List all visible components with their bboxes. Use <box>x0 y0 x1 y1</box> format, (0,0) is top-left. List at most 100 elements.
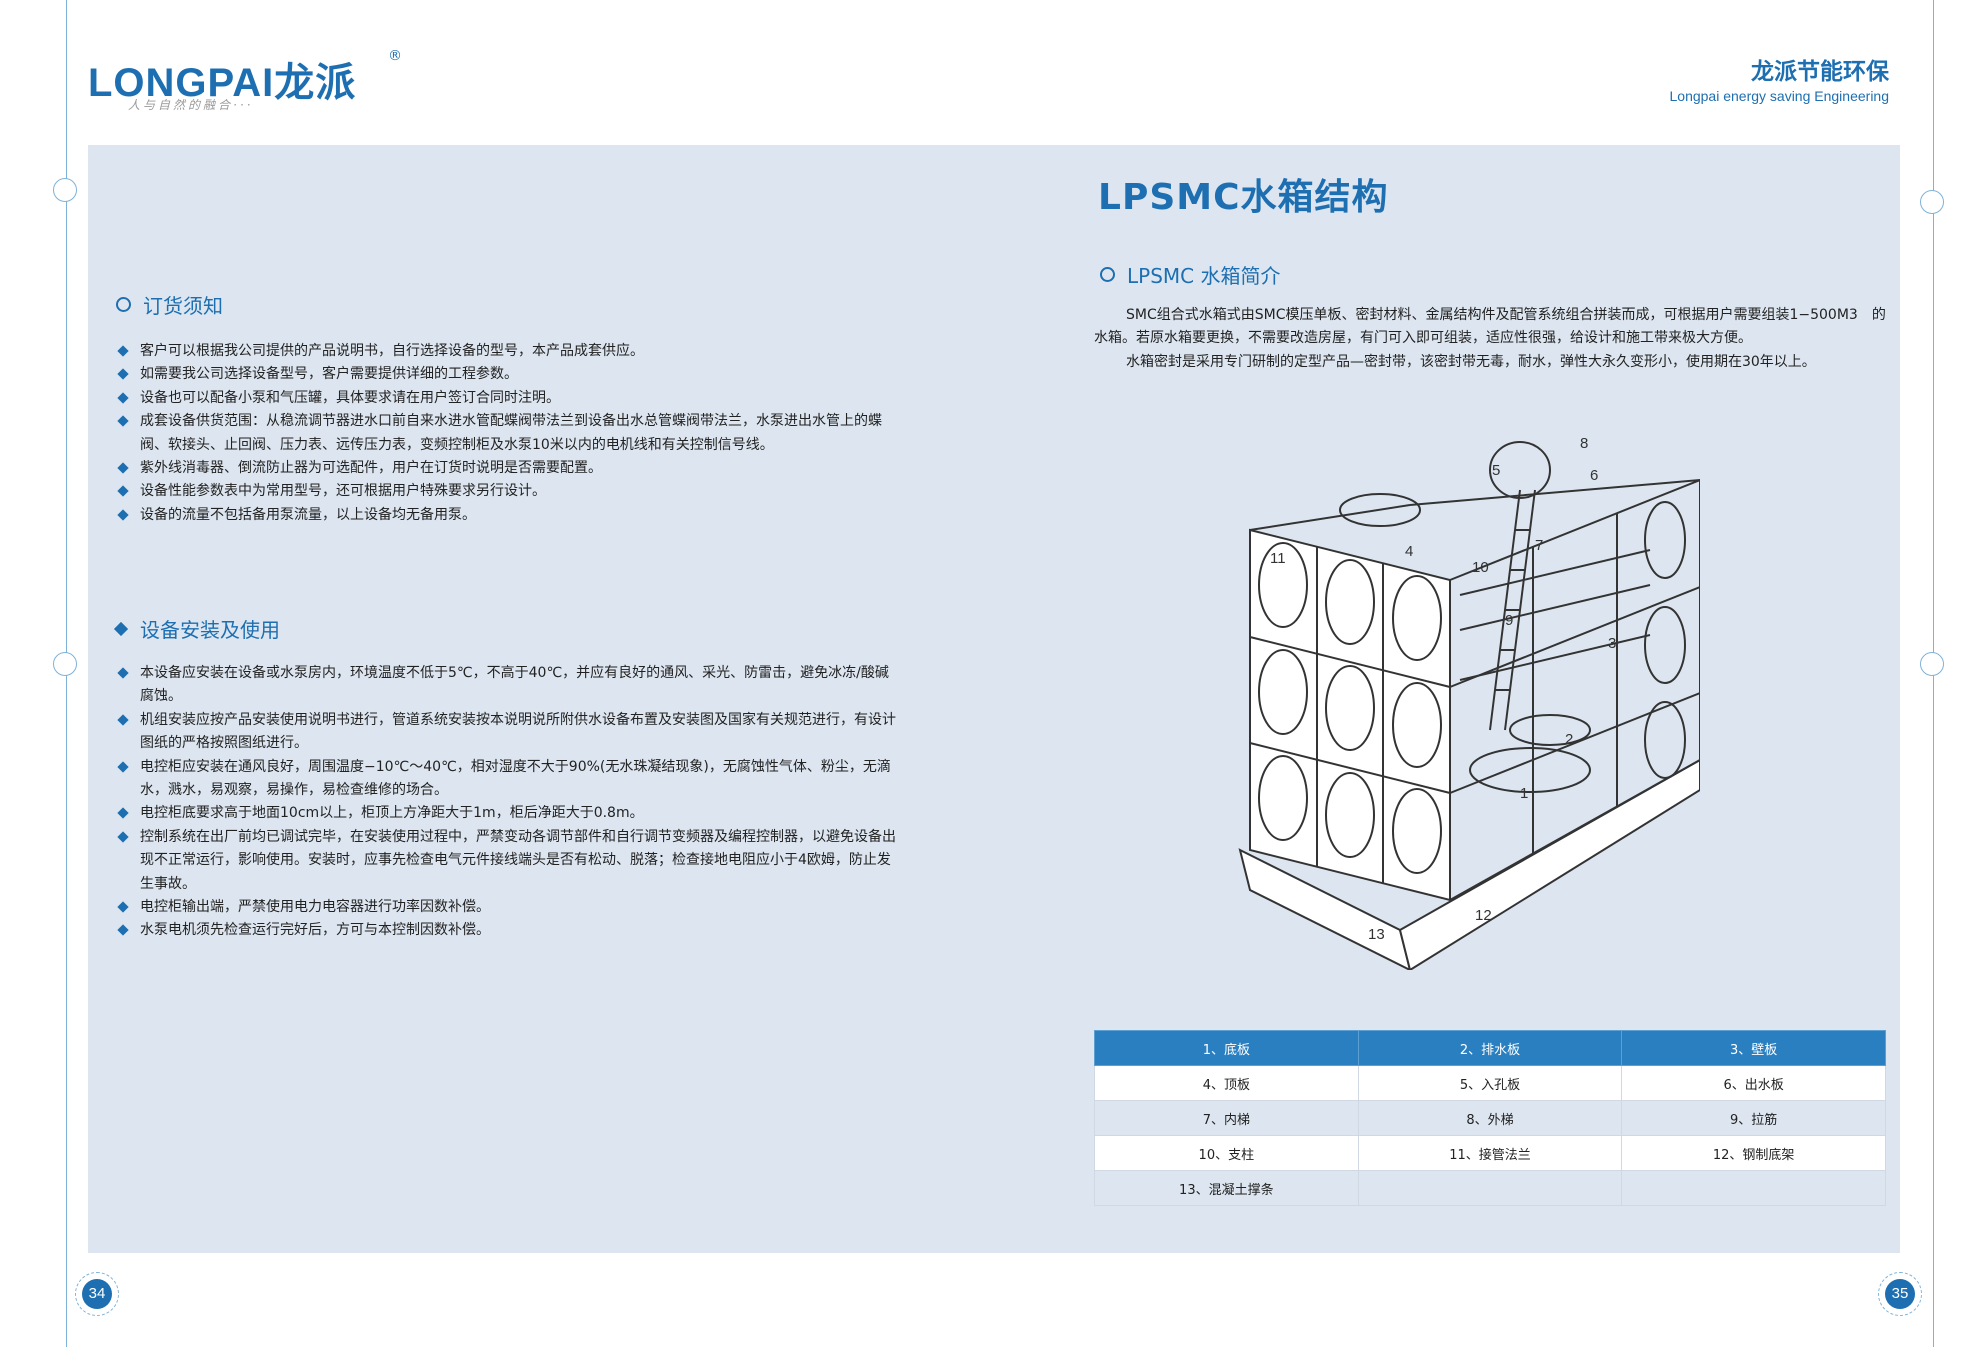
diagram-label: 13 <box>1368 926 1385 943</box>
diamond-bullet-icon <box>117 415 129 427</box>
diamond-bullet-icon <box>117 368 129 381</box>
table-row: 10、支柱 11、接管法兰 12、钢制底架 <box>1094 1135 1886 1171</box>
install-title-text: 设备安装及使用 <box>140 618 280 642</box>
list-item: 机组安装应按产品安装使用说明书进行，管道系统安装按本说明说所附供水设备布置及安装… <box>116 709 896 756</box>
page-number-right: 35 <box>1885 1279 1915 1309</box>
brand-name-cn: 龙派节能环保 <box>1751 59 1889 85</box>
table-cell: 9、拉筋 <box>1621 1100 1886 1136</box>
circle-bullet-icon <box>116 297 131 312</box>
diamond-bullet-icon <box>117 392 129 404</box>
list-item: 客户可以根据我公司提供的产品说明书，自行选择设备的型号，本产品成套供应。 <box>116 340 896 363</box>
diamond-bullet-icon <box>117 667 129 679</box>
page-title: LPSMC水箱结构 <box>1098 177 1389 218</box>
table-cell: 2、排水板 <box>1357 1030 1623 1066</box>
install-section-title: 设备安装及使用 <box>113 614 280 643</box>
table-cell: 8、外梯 <box>1357 1100 1623 1136</box>
list-item-text: 机组安装应按产品安装使用说明书进行，管道系统安装按本说明说所附供水设备布置及安装… <box>140 711 896 752</box>
diagram-label: 9 <box>1505 612 1513 629</box>
parts-table: 1、底板 2、排水板 3、壁板 4、顶板 5、入孔板 6、出水板 7、内梯 8、… <box>1094 1030 1886 1206</box>
table-cell: 13、混凝土撑条 <box>1094 1170 1359 1206</box>
intro-paragraph: 水箱密封是采用专门研制的定型产品—密封带，该密封带无毒，耐水，弹性大永久变形小，… <box>1126 353 1816 370</box>
list-item-text: 电控柜输出端，严禁使用电力电容器进行功率因数补偿。 <box>140 899 490 916</box>
brand-block: 龙派节能环保 Longpai energy saving Engineering <box>1670 52 1890 104</box>
list-item: 紫外线消毒器、倒流防止器为可选配件，用户在订货时说明是否需要配置。 <box>116 457 896 480</box>
binder-ring <box>1920 652 1944 676</box>
diagram-label: 11 <box>1270 550 1286 567</box>
brand-name-en: Longpai energy saving Engineering <box>1669 88 1890 104</box>
list-item: 设备性能参数表中为常用型号，还可根据用户特殊要求另行设计。 <box>116 480 896 503</box>
diamond-bullet-icon <box>117 462 129 474</box>
binder-ring <box>1920 190 1944 214</box>
list-item-text: 客户可以根据我公司提供的产品说明书，自行选择设备的型号，本产品成套供应。 <box>140 343 644 359</box>
list-item: 成套设备供货范围：从稳流调节器进水口前自来水进水管配蝶阀带法兰到设备出水总管蝶阀… <box>116 410 896 457</box>
list-item: 电控柜底要求高于地面10cm以上，柜顶上方净距大于1m，柜后净距大于0.8m。 <box>116 802 896 825</box>
diamond-bullet-icon <box>117 509 129 521</box>
list-item-text: 本设备应安装在设备或水泵房内，环境温度不低于5℃，不高于40℃，并应有良好的通风… <box>140 665 889 705</box>
diagram-label: 1 <box>1520 785 1528 802</box>
diagram-label: 3 <box>1608 635 1616 652</box>
diamond-bullet-icon <box>117 901 129 913</box>
list-item-text: 成套设备供货范围：从稳流调节器进水口前自来水进水管配蝶阀带法兰到设备出水总管蝶阀… <box>140 413 882 453</box>
list-item-text: 紫外线消毒器、倒流防止器为可选配件，用户在订货时说明是否需要配置。 <box>140 460 602 477</box>
diamond-bullet-icon <box>117 485 129 498</box>
table-cell: 12、钢制底架 <box>1621 1135 1886 1171</box>
list-item-text: 设备性能参数表中为常用型号，还可根据用户特殊要求另行设计。 <box>140 483 546 500</box>
diagram-label: 10 <box>1472 559 1489 576</box>
install-list: 本设备应安装在设备或水泵房内，环境温度不低于5℃，不高于40℃，并应有良好的通风… <box>116 662 896 943</box>
table-row: 4、顶板 5、入孔板 6、出水板 <box>1094 1065 1886 1101</box>
diamond-bullet-icon <box>117 714 129 726</box>
table-cell: 7、内梯 <box>1094 1100 1359 1136</box>
page-number-ring <box>1878 1272 1922 1316</box>
list-item: 电控柜输出端，严禁使用电力电容器进行功率因数补偿。 <box>116 896 896 919</box>
table-row: 7、内梯 8、外梯 9、拉筋 <box>1094 1100 1886 1136</box>
list-item: 控制系统在出厂前均已调试完毕，在安装使用过程中，严禁变动各调节部件和自行调节变频… <box>116 826 896 896</box>
diagram-label: 4 <box>1405 543 1413 560</box>
table-cell: 6、出水板 <box>1621 1065 1886 1101</box>
list-item-text: 控制系统在出厂前均已调试完毕，在安装使用过程中，严禁变动各调节部件和自行调节变频… <box>140 828 896 892</box>
diagram-label: 5 <box>1492 462 1500 479</box>
intro-title-text: LPSMC 水箱简介 <box>1127 264 1281 288</box>
list-item: 本设备应安装在设备或水泵房内，环境温度不低于5℃，不高于40℃，并应有良好的通风… <box>116 662 896 709</box>
diagram-label: 2 <box>1565 731 1573 748</box>
intro-text: SMC组合式水箱式由SMC模压单板、密封材料、金属结构件及配管系统组合拼装而成，… <box>1094 304 1886 374</box>
diamond-bullet-icon <box>117 345 129 357</box>
diagram-label: 8 <box>1580 435 1588 452</box>
list-item: 设备也可以配备小泵和气压罐，具体要求请在用户签订合同时注明。 <box>116 387 896 410</box>
table-row: 1、底板 2、排水板 3、壁板 <box>1094 1030 1886 1066</box>
page-number-ring <box>75 1272 119 1316</box>
logo-slogan: 人与自然的融合··· <box>128 98 254 112</box>
diamond-bullet-icon <box>113 621 129 636</box>
table-row: 13、混凝土撑条 <box>1094 1170 1886 1206</box>
circle-bullet-icon <box>1100 267 1115 282</box>
diagram-label: 12 <box>1475 907 1492 924</box>
list-item: 水泵电机须先检查运行完好后，方可与本控制因数补偿。 <box>116 919 896 942</box>
list-item-text: 电控柜应安装在通风良好，周围温度−10℃～40℃，相对湿度不大于90%(无水珠凝… <box>140 758 891 799</box>
intro-section-title: LPSMC 水箱简介 <box>1100 260 1280 289</box>
list-item-text: 设备也可以配备小泵和气压罐，具体要求请在用户签订合同时注明。 <box>140 389 560 406</box>
water-tank-diagram: 1 2 3 4 5 6 7 8 9 10 11 12 13 <box>1238 435 1700 970</box>
table-cell: 3、壁板 <box>1621 1030 1886 1066</box>
diamond-bullet-icon <box>117 831 129 843</box>
intro-paragraph: SMC组合式水箱式由SMC模压单板、密封材料、金属结构件及配管系统组合拼装而成，… <box>1094 307 1886 347</box>
page-number-left: 34 <box>82 1279 112 1309</box>
binder-ring <box>53 652 77 676</box>
table-cell <box>1621 1170 1886 1206</box>
table-cell <box>1357 1170 1623 1206</box>
list-item: 如需要我公司选择设备型号，客户需要提供详细的工程参数。 <box>116 363 896 386</box>
ordering-title-text: 订货须知 <box>143 294 223 318</box>
diamond-bullet-icon <box>117 924 129 937</box>
list-item-text: 电控柜底要求高于地面10cm以上，柜顶上方净距大于1m，柜后净距大于0.8m。 <box>140 805 644 822</box>
table-cell: 11、接管法兰 <box>1357 1135 1623 1171</box>
list-item: 电控柜应安装在通风良好，周围温度−10℃～40℃，相对湿度不大于90%(无水珠凝… <box>116 756 896 803</box>
list-item-text: 如需要我公司选择设备型号，客户需要提供详细的工程参数。 <box>140 366 518 383</box>
ordering-section-title: 订货须知 <box>116 290 223 319</box>
company-logo: LONGPAI龙派 ® 人与自然的融合··· <box>88 48 402 112</box>
list-item: 设备的流量不包括备用泵流量，以上设备均无备用泵。 <box>116 504 896 527</box>
list-item-text: 水泵电机须先检查运行完好后，方可与本控制因数补偿。 <box>140 922 490 939</box>
table-cell: 5、入孔板 <box>1357 1065 1623 1101</box>
binder-ring <box>53 178 77 202</box>
logo-text: LONGPAI龙派 <box>88 61 357 105</box>
table-cell: 4、顶板 <box>1094 1065 1359 1101</box>
ordering-list: 客户可以根据我公司提供的产品说明书，自行选择设备的型号，本产品成套供应。 如需要… <box>116 340 896 527</box>
diagram-label: 6 <box>1590 467 1598 484</box>
